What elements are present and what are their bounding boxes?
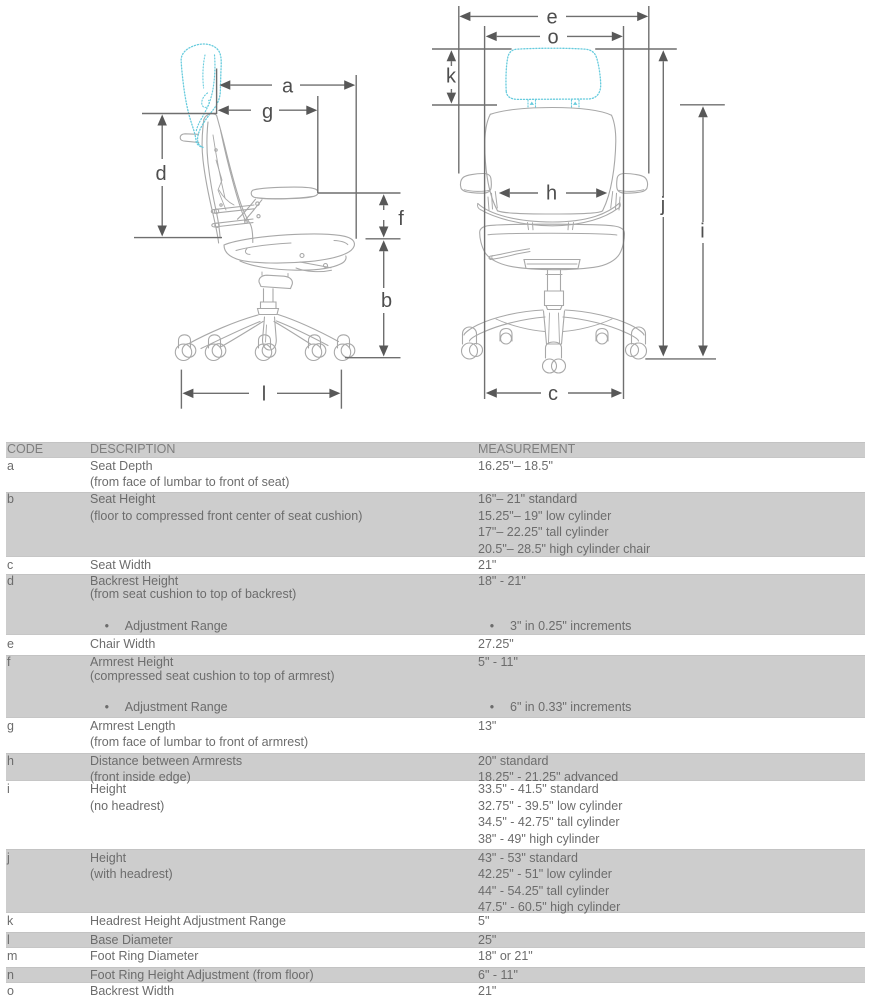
svg-text:a: a [282, 75, 294, 97]
svg-text:l: l [262, 383, 266, 405]
svg-text:g: g [262, 101, 273, 123]
svg-text:c: c [548, 383, 558, 405]
svg-text:h: h [546, 183, 557, 205]
svg-text:b: b [381, 290, 392, 312]
svg-text:o: o [547, 27, 558, 49]
svg-text:k: k [446, 65, 457, 87]
svg-text:j: j [660, 194, 665, 216]
svg-text:e: e [546, 7, 557, 29]
svg-text:d: d [155, 163, 166, 185]
svg-text:i: i [700, 221, 704, 243]
svg-text:f: f [398, 208, 404, 230]
